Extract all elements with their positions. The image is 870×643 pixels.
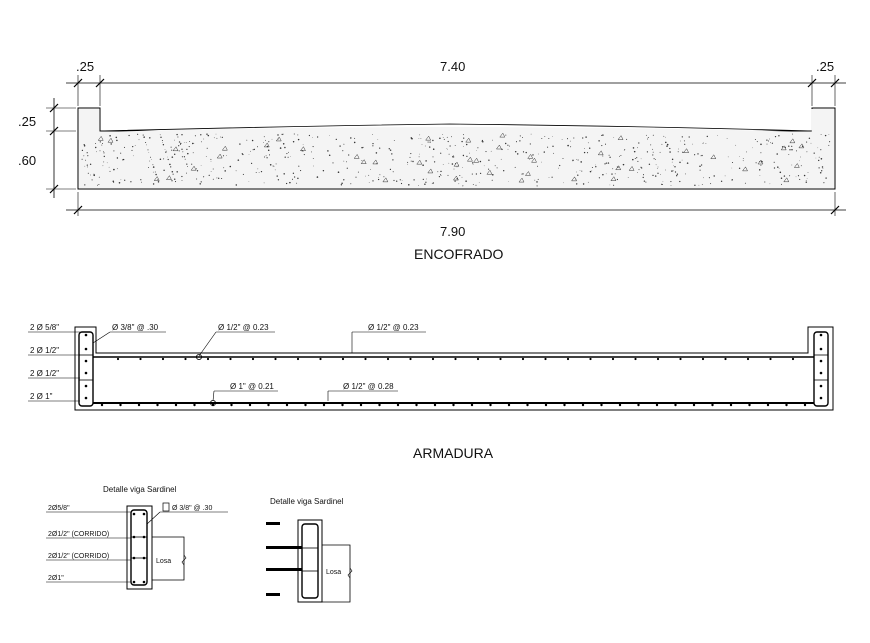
detail-1-stirrup (130, 509, 148, 586)
encofrado-title: ENCOFRADO (414, 246, 504, 262)
detail-2-stirrup (301, 523, 319, 599)
detail-2-slab-label: Losa (326, 569, 341, 576)
detail-2-beam-section (297, 519, 323, 603)
armadura-beam-outline (74, 326, 834, 411)
dim-inner-label: 7.40 (440, 59, 465, 74)
detail-2: Detalle viga Sardinel Losa (266, 497, 353, 603)
detail-2-slab (322, 544, 351, 603)
detail-1: Detalle viga Sardinel Losa 2Ø5/8" 2Ø1/2"… (46, 485, 228, 590)
right-end-cage (813, 331, 829, 407)
armadura-title: ARMADURA (413, 445, 494, 461)
armadura-left-labels: 2 Ø 5/8" 2 Ø 1/2" 2 Ø 1/2" 2 Ø 1" (28, 323, 80, 402)
concrete-hatch (81, 132, 831, 187)
dim-left-lower-label: .60 (18, 153, 36, 168)
armadura-callouts: Ø 3/8" @ .30 Ø 1/2" @ 0.23 Ø 1/2" @ 0.23… (92, 323, 426, 406)
dim-ticks-bottom (73, 205, 840, 215)
detail-1-slab (152, 536, 185, 581)
detail-1-label-4: 2Ø1" (48, 575, 64, 582)
dim-left-top-label: .25 (76, 59, 94, 74)
callout-top-2: Ø 1/2" @ 0.23 (368, 323, 419, 332)
encofrado-top-surface (99, 123, 813, 132)
dim-ticks-left (49, 103, 59, 194)
detail-1-slab-label: Losa (156, 558, 171, 565)
dim-ticks-top (73, 78, 840, 88)
armadura-section: 2 Ø 5/8" 2 Ø 1/2" 2 Ø 1/2" 2 Ø 1" Ø 3/8"… (28, 323, 834, 461)
detail-1-label-2: 2Ø1/2" (CORRIDO) (48, 531, 109, 538)
detail-2-bar-marks (266, 522, 302, 596)
left-end-cage (78, 331, 94, 407)
detail-2-title: Detalle viga Sardinel (270, 497, 344, 506)
detail-1-label-3: 2Ø1/2" (CORRIDO) (48, 553, 109, 560)
bar-label-4: 2 Ø 1" (30, 392, 53, 401)
dim-total-label: 7.90 (440, 224, 465, 239)
detail-1-label-1: 2Ø5/8" (48, 505, 70, 512)
callout-top-1: Ø 1/2" @ 0.23 (218, 323, 269, 332)
encofrado-concrete-fill (79, 109, 834, 188)
encofrado-beam-outline (77, 107, 836, 190)
encofrado-section: .25 7.40 .25 .25 .60 7.90 ENCOFRADO (18, 59, 846, 262)
detail-1-title: Detalle viga Sardinel (103, 485, 177, 494)
detail-1-stirrup-label: Ø 3/8" @ .30 (172, 505, 212, 512)
dim-right-top-label: .25 (816, 59, 834, 74)
detail-1-beam-section (126, 505, 153, 590)
callout-bottom-1: Ø 1" @ 0.21 (230, 382, 274, 391)
bar-label-2: 2 Ø 1/2" (30, 346, 59, 355)
bar-section-dots (84, 333, 823, 407)
bar-label-1: 2 Ø 5/8" (30, 323, 59, 332)
callout-bottom-2: Ø 1/2" @ 0.28 (343, 382, 394, 391)
callout-stirrups: Ø 3/8" @ .30 (112, 323, 159, 332)
dim-left-upper-label: .25 (18, 114, 36, 129)
bar-label-3: 2 Ø 1/2" (30, 369, 59, 378)
detail-1-bar-dots (132, 512, 146, 584)
